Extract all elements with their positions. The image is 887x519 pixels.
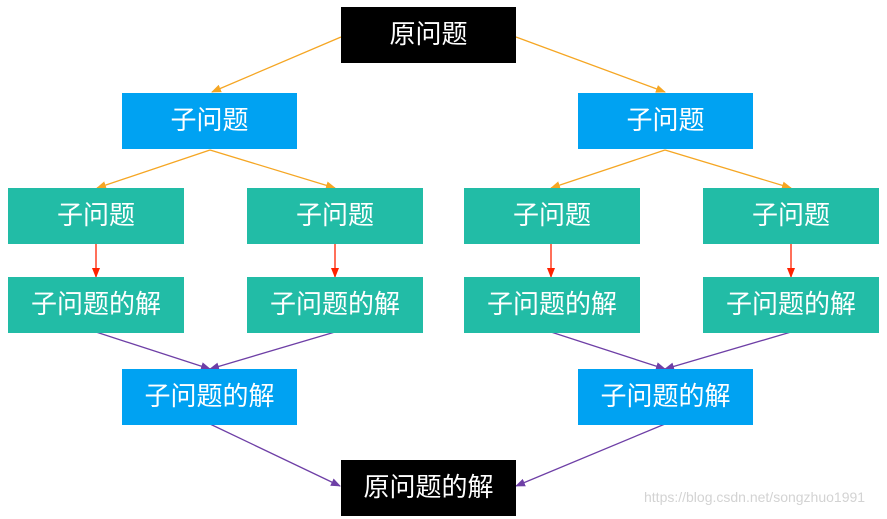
arrow-sub-right-to-rl	[550, 149, 666, 189]
arrow-root-to-sub-right	[515, 36, 666, 93]
watermark-text: https://blog.csdn.net/songzhuo1991	[644, 489, 866, 505]
subproblem-right-node: 子问题	[578, 93, 753, 149]
subproblem-rl-node: 子问题	[464, 188, 640, 244]
solution-left-node: 子问题的解	[122, 369, 297, 425]
solution-lr-node: 子问题的解	[247, 277, 423, 333]
arrow-sol-lr-to-sol-left	[209, 331, 336, 371]
arrow-sol-left-to-final	[209, 423, 341, 487]
arrow-sol-right-to-final	[515, 423, 666, 487]
subproblem-rr-node: 子问题	[703, 188, 879, 244]
arrow-sol-ll-to-sol-left	[95, 331, 211, 371]
arrow-sol-rl-to-sol-right	[550, 331, 666, 371]
arrow-sub-left-to-ll	[96, 149, 211, 189]
subproblem-left-node: 子问题	[122, 93, 297, 149]
root-problem-node: 原问题	[341, 7, 516, 63]
arrow-root-to-sub-left	[211, 36, 342, 93]
solution-right-node: 子问题的解	[578, 369, 753, 425]
arrow-sub-left-to-lr	[209, 149, 336, 190]
arrow-sub-right-to-rr	[664, 149, 792, 190]
subproblem-ll-node: 子问题	[8, 188, 184, 244]
solution-rr-node: 子问题的解	[703, 277, 879, 333]
arrow-sol-rr-to-sol-right	[664, 331, 792, 371]
subproblem-lr-node: 子问题	[247, 188, 423, 244]
final-solution-node: 原问题的解	[341, 460, 516, 516]
solution-ll-node: 子问题的解	[8, 277, 184, 333]
solution-rl-node: 子问题的解	[464, 277, 640, 333]
